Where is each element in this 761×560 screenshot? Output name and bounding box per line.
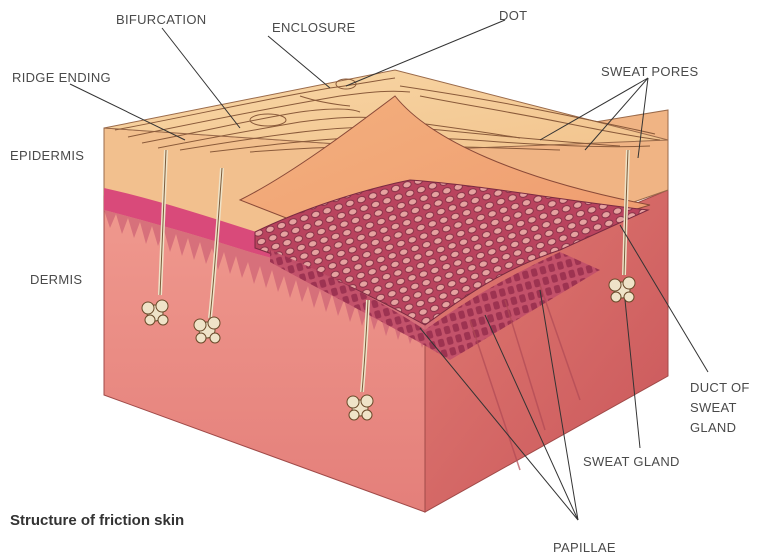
label-papillae: PAPILLAE [553,540,616,555]
label-duct-line2: SWEAT [690,400,737,415]
label-enclosure: ENCLOSURE [272,20,356,35]
label-dermis: DERMIS [30,272,82,287]
figure-caption: Structure of friction skin [10,512,184,529]
label-bifurcation: BIFURCATION [116,12,206,27]
label-sweat-gland: SWEAT GLAND [583,454,680,469]
label-epidermis: EPIDERMIS [10,148,84,163]
label-duct-line1: DUCT OF [690,380,750,395]
label-dot: DOT [499,8,527,23]
label-ridge-ending: RIDGE ENDING [12,70,111,85]
label-sweat-pores: SWEAT PORES [601,64,698,79]
label-duct-line3: GLAND [690,420,736,435]
